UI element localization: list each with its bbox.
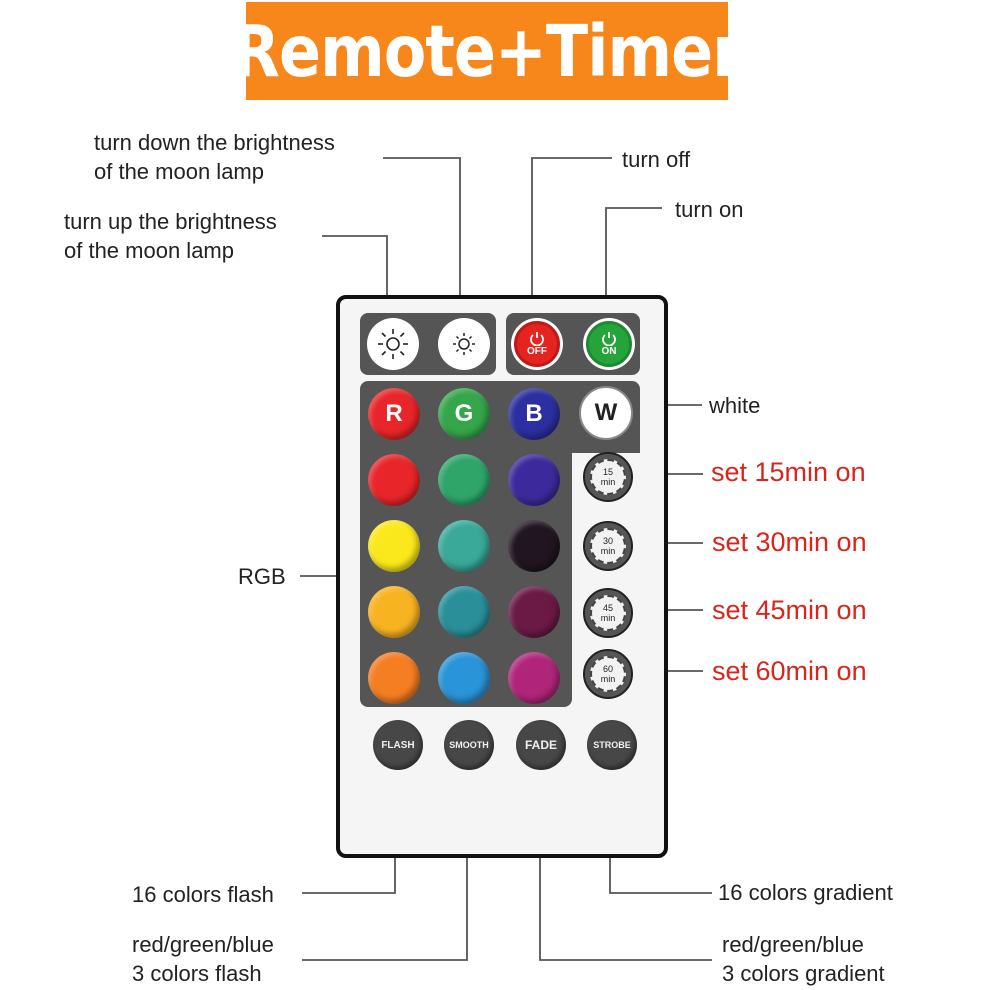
red-button[interactable]: R xyxy=(368,388,420,440)
label-white: white xyxy=(709,393,761,418)
label-timer-30: set 30min on xyxy=(712,527,867,557)
timer-15-unit: min xyxy=(600,477,616,487)
label-timer-15: set 15min on xyxy=(711,457,866,487)
label-strobe: 16 colors gradient xyxy=(718,880,893,905)
fade-label: FADE xyxy=(524,738,557,752)
timer-45-button[interactable]: 45 min xyxy=(583,588,633,638)
blue-button[interactable]: B xyxy=(508,388,560,440)
color-button-r1-c2[interactable] xyxy=(438,454,490,506)
color-button-r2-c1[interactable] xyxy=(368,520,420,572)
timer-30-button[interactable]: 30 min xyxy=(583,521,633,571)
green-button[interactable]: G xyxy=(438,388,490,440)
timer-30-unit: min xyxy=(600,546,616,556)
color-button-r3-c1[interactable] xyxy=(368,586,420,638)
label-fade-line-1: red/green/blue xyxy=(722,932,864,957)
timer-30-face: 30 min xyxy=(590,528,626,564)
timer-60-button[interactable]: 60 min xyxy=(583,649,633,699)
label-fade-line-2: 3 colors gradient xyxy=(722,961,885,986)
brightness-down-button[interactable] xyxy=(438,318,490,370)
blue-letter: B xyxy=(525,400,543,427)
label-smooth-line-2: 3 colors flash xyxy=(132,961,262,986)
power-on-button[interactable]: ON xyxy=(583,318,635,370)
label-smooth: red/green/blue 3 colors flash xyxy=(132,930,274,988)
fade-button[interactable]: FADE xyxy=(516,720,566,770)
smooth-button[interactable]: SMOOTH xyxy=(444,720,494,770)
sun-small-icon xyxy=(453,333,475,355)
label-flash: 16 colors flash xyxy=(132,882,274,907)
label-timer-45: set 45min on xyxy=(712,595,867,625)
strobe-button[interactable]: STROBE xyxy=(587,720,637,770)
banner-title: Remote+Timer xyxy=(232,9,742,93)
color-button-r4-c2[interactable] xyxy=(438,652,490,704)
strobe-label: STROBE xyxy=(593,740,631,750)
power-on-label: ON xyxy=(601,345,617,357)
green-letter: G xyxy=(454,400,474,427)
label-dim-brightness: turn down the brightness of the moon lam… xyxy=(94,128,335,186)
label-dim-line-2: of the moon lamp xyxy=(94,159,264,184)
red-letter: R xyxy=(385,400,403,427)
color-button-r2-c3[interactable] xyxy=(508,520,560,572)
timer-15-face: 15 min xyxy=(590,459,626,495)
color-button-r4-c1[interactable] xyxy=(368,652,420,704)
label-rgb: RGB xyxy=(238,564,286,589)
timer-60-face: 60 min xyxy=(590,656,626,692)
power-icon xyxy=(530,331,544,346)
remote-control: OFF ON R G B W 15 min 30 min xyxy=(336,295,668,858)
color-button-r1-c1[interactable] xyxy=(368,454,420,506)
timer-45-face: 45 min xyxy=(590,595,626,631)
sun-icon xyxy=(378,329,408,359)
color-button-r1-c3[interactable] xyxy=(508,454,560,506)
timer-60-unit: min xyxy=(600,674,616,684)
label-fade: red/green/blue 3 colors gradient xyxy=(722,930,885,988)
color-button-r4-c3[interactable] xyxy=(508,652,560,704)
flash-label: FLASH xyxy=(381,739,415,751)
timer-30-num: 30 xyxy=(602,536,613,546)
label-bright-line-1: turn up the brightness xyxy=(64,209,277,234)
label-dim-line-1: turn down the brightness xyxy=(94,130,335,155)
label-smooth-line-1: red/green/blue xyxy=(132,932,274,957)
timer-15-button[interactable]: 15 min xyxy=(583,452,633,502)
smooth-label: SMOOTH xyxy=(449,740,489,750)
color-button-r3-c3[interactable] xyxy=(508,586,560,638)
label-timer-60: set 60min on xyxy=(712,656,867,686)
timer-60-num: 60 xyxy=(602,664,613,674)
timer-45-unit: min xyxy=(600,613,616,623)
power-icon xyxy=(602,331,616,346)
power-off-ring: OFF xyxy=(514,321,560,367)
label-bright-line-2: of the moon lamp xyxy=(64,238,234,263)
white-letter: W xyxy=(594,399,618,426)
title-banner: Remote+Timer xyxy=(232,2,743,100)
power-off-button[interactable]: OFF xyxy=(511,318,563,370)
brightness-up-button[interactable] xyxy=(367,318,419,370)
power-off-label: OFF xyxy=(527,345,547,357)
color-button-r2-c2[interactable] xyxy=(438,520,490,572)
flash-button[interactable]: FLASH xyxy=(373,720,423,770)
color-button-r3-c2[interactable] xyxy=(438,586,490,638)
power-on-ring: ON xyxy=(586,321,632,367)
label-turn-off: turn off xyxy=(622,147,691,172)
label-turn-on: turn on xyxy=(675,197,744,222)
label-bright-brightness: turn up the brightness of the moon lamp xyxy=(64,207,277,265)
timer-45-num: 45 xyxy=(602,603,613,613)
white-button[interactable]: W xyxy=(579,386,633,440)
timer-15-num: 15 xyxy=(602,467,613,477)
